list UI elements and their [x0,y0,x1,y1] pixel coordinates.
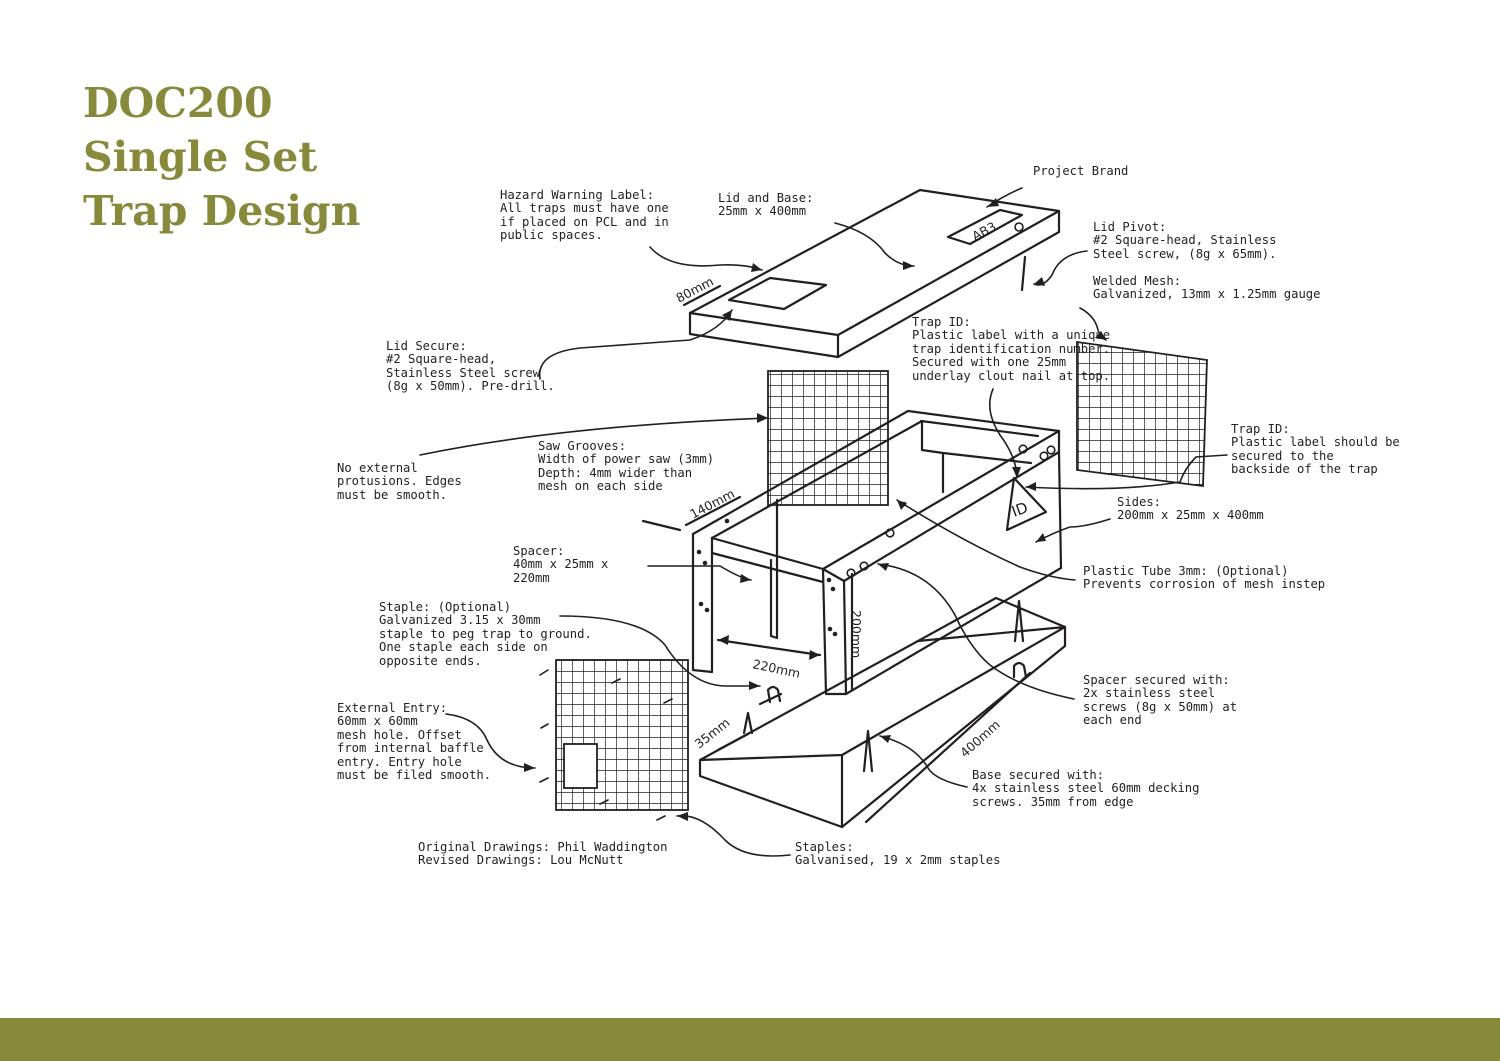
label-base-secured: Base secured with: 4x stainless steel 60… [972,768,1200,809]
label-spacer-secured: Spacer secured with: 2x stainless steel … [1083,673,1238,728]
label-lid-and-base: Lid and Base: 25mm x 400mm [718,191,814,219]
dim-tunnel-height: 200mm [849,610,864,658]
label-trap-id-top: Trap ID: Plastic label with a unique tra… [912,315,1111,383]
staple-icon-back [1012,661,1028,679]
label-welded-mesh: Welded Mesh: Galvanized, 13mm x 1.25mm g… [1093,274,1321,302]
label-staples: Staples: Galvanised, 19 x 2mm staples [795,840,1001,868]
decking-screw-icon [862,729,874,773]
dim-lid-width: 80mm [673,274,716,306]
decking-screw-icon-3 [742,711,754,735]
label-saw-grooves: Saw Grooves: Width of power saw (3mm) De… [538,439,715,494]
decking-screw-icon-2 [1013,599,1025,643]
label-project-brand: Project Brand [1033,164,1129,178]
front-mesh-panel [767,370,889,506]
leader-lines [419,187,1228,857]
id-tag-text: ID [1009,498,1030,520]
lid-pivot-screw-icon [1014,222,1024,232]
label-staple: Staple: (Optional) Galvanized 3.15 x 30m… [379,600,592,668]
trap-id-tag: ID [1005,476,1048,532]
dim-base-length: 400mm [957,717,1003,760]
page-title: DOC200 Single Set Trap Design [83,76,360,238]
staple-icon-front [766,685,782,704]
label-lid-secure: Lid Secure: #2 Square-head, Stainless St… [386,339,555,394]
label-external-entry: External Entry: 60mm x 60mm mesh hole. O… [337,701,492,783]
label-credits: Original Drawings: Phil Waddington Revis… [418,840,668,868]
footer-bar [0,1018,1500,1061]
label-trap-id-back: Trap ID: Plastic label should be secured… [1231,422,1400,477]
brand-code-text: AB3 [969,219,998,244]
entry-mesh-panel [539,659,689,821]
label-sides: Sides: 200mm x 25mm x 400mm [1117,495,1264,523]
hazard-label-rect [727,276,828,311]
label-hazard-warning: Hazard Warning Label: All traps must hav… [500,188,669,243]
project-brand-plate [946,208,1024,246]
label-plastic-tube: Plastic Tube 3mm: (Optional) Prevents co… [1083,564,1326,592]
label-lid-pivot: Lid Pivot: #2 Square-head, Stainless Ste… [1093,220,1277,261]
back-mesh-panel [1076,340,1208,488]
pivot-screw-icon [1020,255,1027,292]
title-line-2: Single Set [83,133,318,181]
title-line-3: Trap Design [83,187,361,235]
dim-tunnel-width: 220mm [751,656,801,681]
title-line-1: DOC200 [83,79,273,127]
label-no-external: No external protusions. Edges must be sm… [337,461,462,502]
lid-board: AB3 80mm [673,188,1061,359]
label-spacer: Spacer: 40mm x 25mm x 220mm [513,544,609,585]
